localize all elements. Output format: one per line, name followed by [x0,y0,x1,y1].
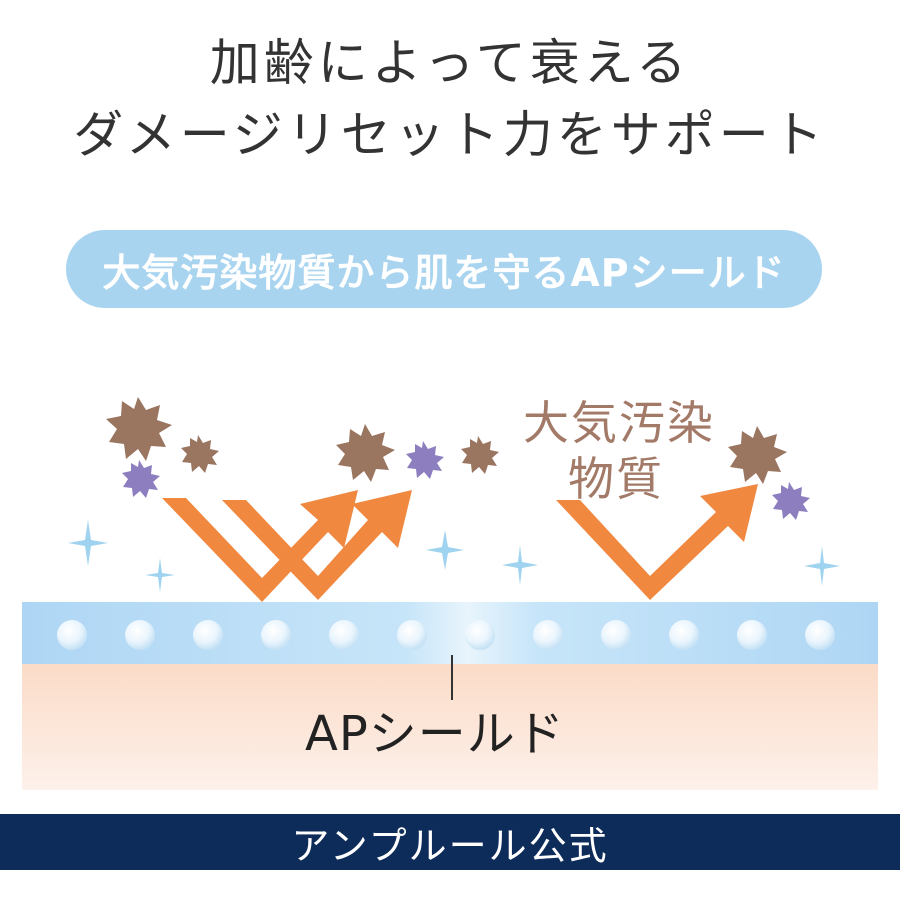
pollutant-label-line-2: 物質 [568,452,664,506]
headline-line-2: ダメージリセット力をサポート [73,106,827,164]
brown-particle-icon [106,397,787,484]
shield-layer [22,602,878,664]
skin-layer [22,650,878,790]
ap-shield-banner: 大気汚染物質から肌を守るAPシールド [66,230,822,308]
headline-line-1: 加齢によって衰える [209,34,691,92]
ap-shield-banner-text: 大気汚染物質から肌を守るAPシールド [102,250,786,295]
ap-shield-label: APシールド [305,706,565,762]
footer-text: アンプルール公式 [291,823,609,868]
footer-banner: アンプルール公式 [0,814,900,870]
shield-bubble-icon [57,620,835,650]
orange-arrow-icon [162,484,758,602]
illustration [22,397,878,790]
purple-particle-icon [122,441,810,520]
sparkle-icon [68,520,840,592]
pollutant-label-line-1: 大気汚染 [523,396,715,450]
